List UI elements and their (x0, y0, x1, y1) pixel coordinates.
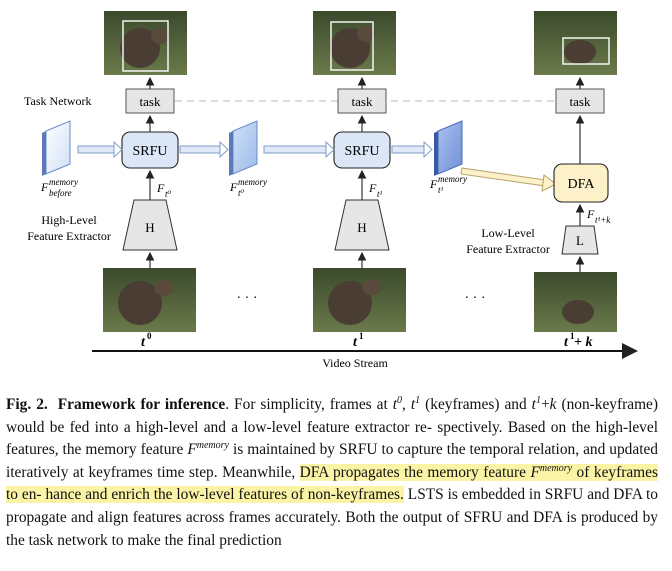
label-f-t0: F t⁰ (156, 181, 172, 199)
output-image-t1k (534, 11, 617, 75)
srfu-box-t1: SRFU (333, 131, 391, 169)
svg-text:High-Level: High-Level (41, 213, 97, 227)
task-network-label: Task Network (24, 94, 91, 108)
srfu-box-t0: SRFU (121, 131, 179, 169)
flow-arrow-srfu-to-mem-t0 (179, 140, 229, 159)
caption-fig-title: Framework for inference (57, 396, 226, 413)
memory-feature-t1 (434, 120, 463, 176)
high-level-extractor-t0: H (122, 199, 178, 251)
svg-text:Feature Extractor: Feature Extractor (27, 229, 111, 243)
ellipsis-1: · · · (237, 291, 258, 306)
svg-text:memory: memory (49, 177, 78, 187)
svg-text:t: t (141, 335, 146, 350)
label-f-memory-t0: F memory t⁰ (229, 177, 267, 198)
low-level-extractor: L (561, 225, 599, 255)
svg-text:DFA: DFA (568, 177, 596, 192)
label-f-t1k: F t¹+k (586, 207, 611, 225)
svg-text:t¹+k: t¹+k (595, 215, 611, 225)
svg-text:SRFU: SRFU (132, 144, 167, 159)
figure-caption: Fig. 2. Framework for inference. For sim… (6, 394, 659, 549)
flow-arrow-before-to-srfu (77, 140, 123, 159)
high-level-extractor-t1: H (334, 199, 390, 251)
input-image-t0 (103, 268, 196, 332)
svg-text:t¹: t¹ (438, 185, 444, 195)
ellipsis-2: · · · (465, 291, 486, 306)
high-level-extractor-label: High-Level Feature Extractor (27, 213, 111, 243)
svg-text:F: F (368, 181, 377, 195)
svg-text:1: 1 (359, 331, 364, 341)
svg-text:H: H (357, 220, 366, 235)
svg-text:memory: memory (238, 177, 267, 187)
svg-text:0: 0 (147, 331, 152, 341)
time-label-t1: t 1 (353, 331, 364, 350)
low-level-extractor-label: Low-Level Feature Extractor (466, 226, 550, 256)
input-image-t1k (534, 272, 617, 332)
svg-text:t⁰: t⁰ (165, 189, 172, 199)
svg-text:task: task (140, 94, 161, 109)
svg-text:Feature Extractor: Feature Extractor (466, 242, 550, 256)
flow-arrow-mem-t1-to-dfa (460, 167, 557, 192)
video-stream-label: Video Stream (322, 356, 388, 370)
svg-text:t: t (353, 335, 358, 350)
svg-text:memory: memory (438, 174, 467, 184)
svg-text:F: F (429, 177, 438, 191)
task-box-t0: task (125, 88, 175, 114)
svg-text:t⁰: t⁰ (238, 188, 245, 198)
svg-text:F: F (229, 180, 238, 194)
input-image-t1 (313, 268, 406, 332)
framework-figure: Task Network task task task F memory bef… (24, 11, 638, 370)
memory-feature-before (42, 120, 71, 176)
output-image-t1 (313, 11, 396, 75)
task-box-t1k: task (555, 88, 605, 114)
svg-text:t¹: t¹ (377, 189, 383, 199)
svg-text:L: L (576, 233, 584, 248)
time-label-t1k: t 1 + k (564, 331, 592, 350)
svg-text:F: F (586, 207, 595, 221)
label-f-memory-before: F memory before (40, 177, 78, 198)
dfa-box: DFA (553, 163, 609, 203)
label-f-memory-t1: F memory t¹ (429, 174, 467, 195)
svg-text:Low-Level: Low-Level (481, 226, 535, 240)
time-label-t0: t 0 (141, 331, 152, 350)
svg-text:task: task (570, 94, 591, 109)
svg-text:F: F (156, 181, 165, 195)
label-f-t1: F t¹ (368, 181, 383, 199)
svg-text:task: task (352, 94, 373, 109)
svg-text:SRFU: SRFU (344, 144, 379, 159)
task-box-t1: task (337, 88, 387, 114)
svg-text:t: t (564, 335, 569, 350)
caption-fig-label: Fig. 2. (6, 396, 48, 413)
memory-feature-t0 (229, 120, 258, 176)
svg-text:F: F (40, 180, 49, 194)
flow-arrow-srfu-to-mem-t1 (391, 140, 433, 159)
svg-text:H: H (145, 220, 154, 235)
svg-text:1: 1 (570, 331, 575, 341)
output-image-t0 (104, 11, 187, 75)
flow-arrow-mem-t0-to-srfu (263, 140, 335, 159)
svg-text:before: before (49, 188, 72, 198)
svg-text:+ k: + k (574, 335, 592, 350)
